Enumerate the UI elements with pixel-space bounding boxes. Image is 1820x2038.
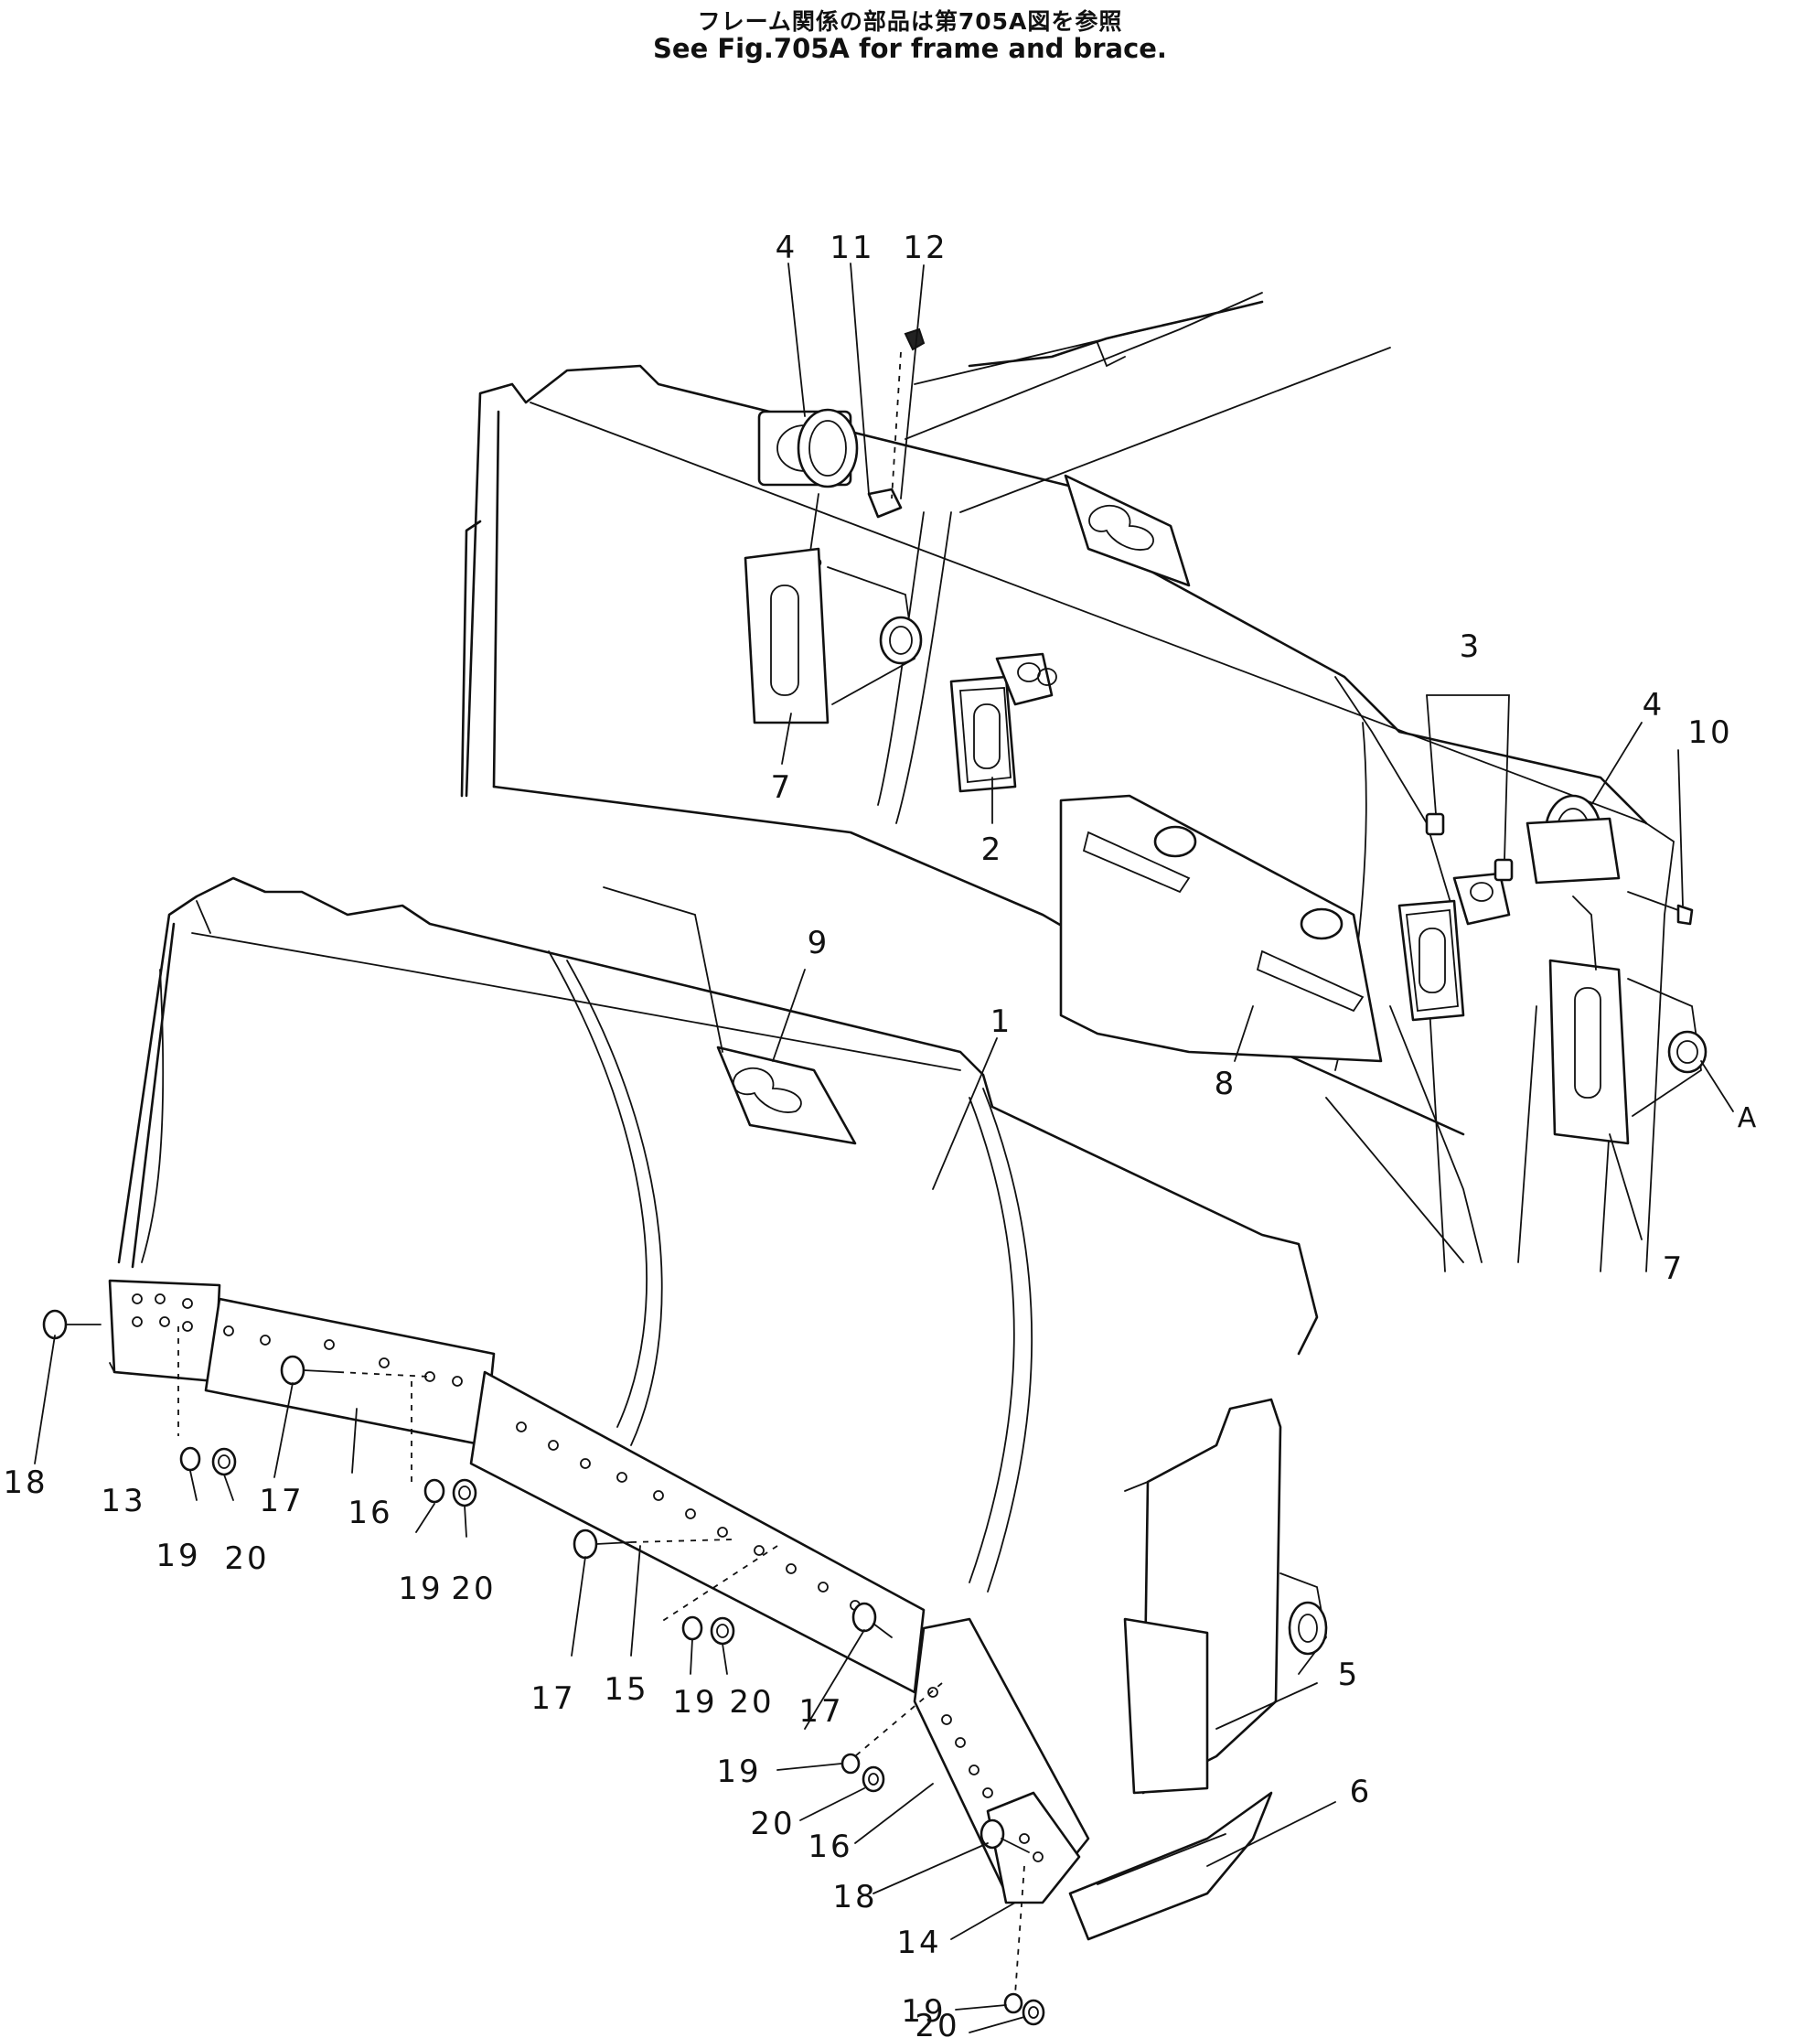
callout-20-d: 20	[750, 1806, 795, 1842]
callout-8: 8	[1215, 1066, 1237, 1102]
end-bit-left	[108, 1279, 221, 1383]
callout-11: 11	[830, 230, 874, 266]
callout-15: 15	[604, 1671, 648, 1708]
callout-7-right: 7	[1663, 1250, 1686, 1287]
callout-20-c: 20	[729, 1684, 774, 1721]
header-note-japanese: フレーム関係の部品は第705A図を参照	[697, 8, 1123, 35]
rear-blade	[460, 292, 1708, 1272]
callout-7-left: 7	[771, 769, 794, 806]
callout-20-e: 20	[915, 2008, 959, 2038]
callout-13: 13	[101, 1483, 145, 1519]
callout-20-a: 20	[224, 1540, 269, 1577]
callout-19-d: 19	[716, 1754, 761, 1790]
callout-3: 3	[1460, 628, 1483, 665]
header-note-english: See Fig.705A for frame and brace.	[653, 33, 1167, 64]
callout-14: 14	[896, 1925, 941, 1961]
callout-1: 1	[990, 1003, 1013, 1040]
cutting-edge-left	[204, 1297, 496, 1447]
callout-2: 2	[981, 831, 1004, 868]
callout-12: 12	[903, 230, 947, 266]
callout-10: 10	[1687, 714, 1732, 751]
callout-19-e: 19	[901, 1993, 946, 2030]
callout-20-b: 20	[451, 1571, 496, 1607]
callout-17-c: 17	[798, 1693, 843, 1730]
callout-4-right: 4	[1643, 687, 1665, 724]
callout-18-left: 18	[3, 1464, 48, 1501]
callout-4-left: 4	[776, 230, 798, 266]
callout-16-b: 16	[808, 1829, 852, 1865]
callout-19-b: 19	[398, 1571, 443, 1607]
callout-18-b: 18	[832, 1879, 877, 1915]
callout-17-a: 17	[259, 1483, 304, 1519]
callout-A: A	[1738, 1102, 1757, 1134]
callout-17-b: 17	[530, 1680, 575, 1717]
callouts: 4 11 12 3 4 10 7 2 9 8 A 7 1 18 13 19 20…	[3, 230, 1756, 2038]
callout-9: 9	[808, 925, 830, 961]
callout-6: 6	[1350, 1774, 1373, 1810]
front-blade	[42, 876, 1328, 2026]
leader-lines	[34, 263, 1734, 2033]
callout-19-c: 19	[672, 1684, 717, 1721]
callout-16-a: 16	[348, 1495, 392, 1531]
callout-5: 5	[1338, 1657, 1361, 1693]
callout-19-a: 19	[155, 1538, 200, 1574]
end-bit-right	[986, 1791, 1081, 1904]
